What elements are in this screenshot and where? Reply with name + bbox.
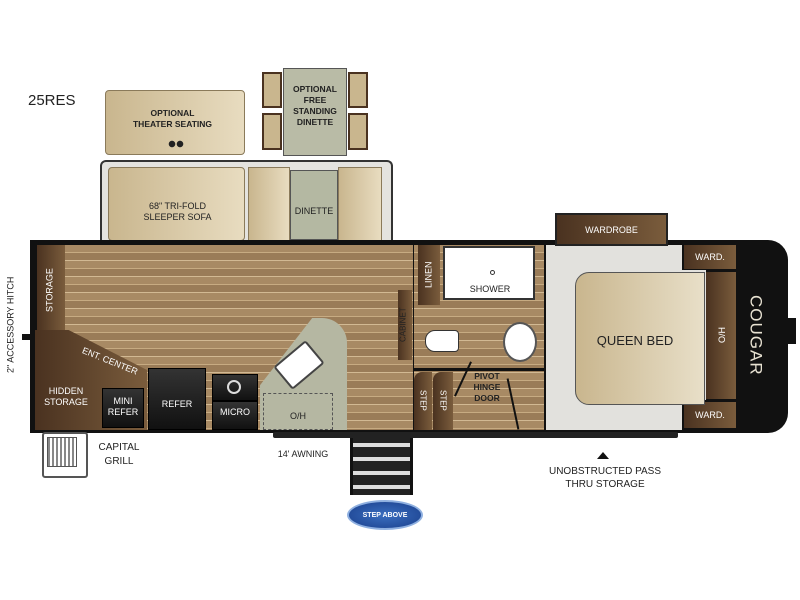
free-dinette-table bbox=[283, 68, 347, 156]
sofa-label: 68" TRI-FOLD SLEEPER SOFA bbox=[143, 201, 212, 222]
microwave bbox=[212, 401, 258, 430]
bath-wall bbox=[414, 368, 544, 371]
pass-thru-label: UNOBSTRUCTED PASS THRU STORAGE bbox=[548, 466, 662, 490]
kingpin bbox=[786, 318, 796, 344]
storage-label: STORAGE bbox=[44, 268, 55, 312]
cupholder-icon bbox=[168, 140, 184, 148]
refer-label: REFER bbox=[161, 398, 193, 409]
awning-label: 14' AWNING bbox=[277, 448, 329, 459]
dinette-label: DINETTE bbox=[294, 205, 334, 216]
wardrobe-label: WARDROBE bbox=[585, 224, 638, 235]
pivot-door-label: PIVOT HINGE DOOR bbox=[473, 370, 501, 403]
overhead-cabinet-outline bbox=[263, 393, 333, 430]
dinette-chair bbox=[348, 72, 368, 108]
step-above-logo: STEP ABOVE bbox=[347, 500, 423, 530]
linen-label: LINEN bbox=[423, 261, 434, 289]
mini-refer-label: MINI REFER bbox=[107, 396, 139, 417]
ward-top-label: WARD. bbox=[695, 251, 725, 262]
dinette-table bbox=[290, 170, 338, 240]
wardrobe-bottom bbox=[684, 402, 736, 428]
headboard-overhead bbox=[706, 272, 736, 399]
capital-grill-label: CAPITAL GRILL bbox=[98, 442, 140, 467]
step-label: STEP bbox=[438, 389, 448, 411]
drain-icon bbox=[490, 270, 495, 275]
hidden-storage-label: HIDDEN STORAGE bbox=[44, 386, 88, 407]
arrow-up-icon bbox=[597, 452, 609, 459]
vanity-sink-icon bbox=[503, 322, 537, 362]
toilet-icon bbox=[425, 330, 459, 352]
shower bbox=[443, 246, 535, 300]
step bbox=[433, 372, 453, 430]
cabinet bbox=[398, 290, 412, 360]
step-above-text: STEP ABOVE bbox=[362, 511, 408, 519]
dinette-chair bbox=[348, 113, 368, 150]
ho-label: H/O bbox=[716, 326, 727, 343]
queen-bed bbox=[575, 272, 705, 405]
queen-bed-label: QUEEN BED bbox=[596, 332, 674, 348]
linen bbox=[418, 245, 440, 305]
dinette-chair bbox=[262, 113, 282, 150]
ward-bottom-label: WARD. bbox=[695, 409, 725, 420]
theater-seating-label: OPTIONAL THEATER SEATING bbox=[132, 108, 213, 129]
awning-rail bbox=[273, 432, 678, 438]
step-label: STEP bbox=[418, 389, 428, 411]
dinette-bench bbox=[338, 167, 382, 241]
hitch-mark bbox=[22, 334, 32, 340]
wardrobe-slideout bbox=[555, 213, 668, 246]
front-cap bbox=[738, 240, 788, 433]
cabinet-label: CABINET bbox=[398, 307, 408, 343]
dinette-chair bbox=[262, 72, 282, 108]
storage bbox=[37, 245, 65, 332]
entry-steps bbox=[350, 438, 413, 495]
model-name: 25RES bbox=[28, 92, 76, 109]
mini-refer bbox=[102, 388, 144, 428]
dinette-bench bbox=[248, 167, 290, 241]
micro-label: MICRO bbox=[220, 406, 250, 417]
shower-label: SHOWER bbox=[469, 283, 511, 294]
refer bbox=[148, 368, 206, 430]
wardrobe-top bbox=[684, 245, 736, 269]
hitch-label: 2" ACCESSORY HITCH bbox=[5, 276, 16, 374]
grill-grate-icon bbox=[47, 437, 77, 467]
step bbox=[414, 372, 432, 430]
oh-label: O/H bbox=[289, 410, 306, 421]
free-dinette-label: OPTIONAL FREE STANDING DINETTE bbox=[293, 84, 337, 127]
brand-logo: COUGAR bbox=[746, 294, 766, 376]
burner-icon bbox=[227, 380, 241, 394]
